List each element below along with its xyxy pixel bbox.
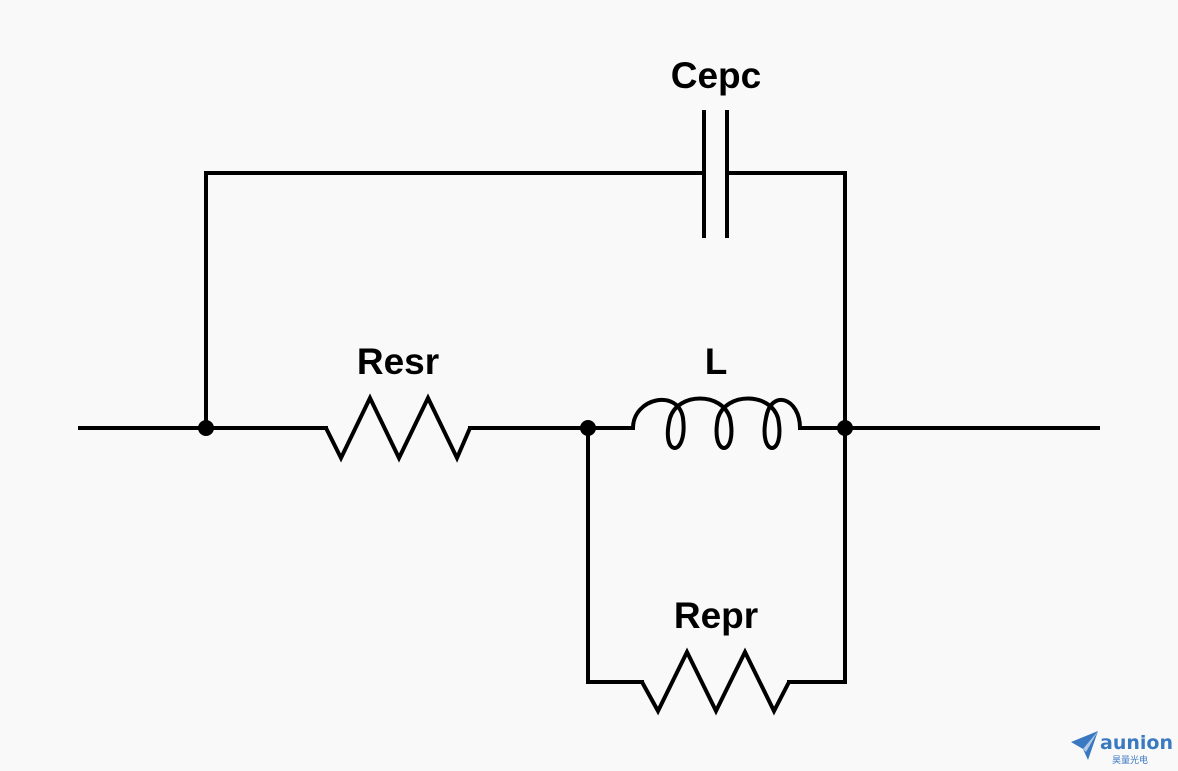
resistor-resr-symbol xyxy=(324,393,472,463)
brand-name: aunion xyxy=(1100,732,1173,754)
capacitor-label: Cepc xyxy=(671,55,761,96)
inductor-symbol xyxy=(631,396,802,450)
brand-watermark: aunion 昊量光电 xyxy=(1071,731,1173,766)
wire-repr-right xyxy=(787,426,847,684)
paper-plane-fold-icon xyxy=(1083,731,1098,752)
wire-capacitor-loop-left xyxy=(204,171,706,430)
brand-subtitle: 昊量光电 xyxy=(1112,754,1148,766)
wire-capacitor-loop-right xyxy=(725,171,847,430)
resistor-repr-symbol xyxy=(640,647,791,716)
junction-node-left xyxy=(198,420,214,436)
resistor-repr-label: Repr xyxy=(674,595,758,636)
paper-plane-icon xyxy=(1071,731,1098,760)
resistor-resr-label: Resr xyxy=(357,341,439,382)
wire-repr-left xyxy=(586,426,644,684)
inductor-label: L xyxy=(705,341,728,382)
junction-node-right xyxy=(837,420,853,436)
junction-node-middle xyxy=(580,420,596,436)
